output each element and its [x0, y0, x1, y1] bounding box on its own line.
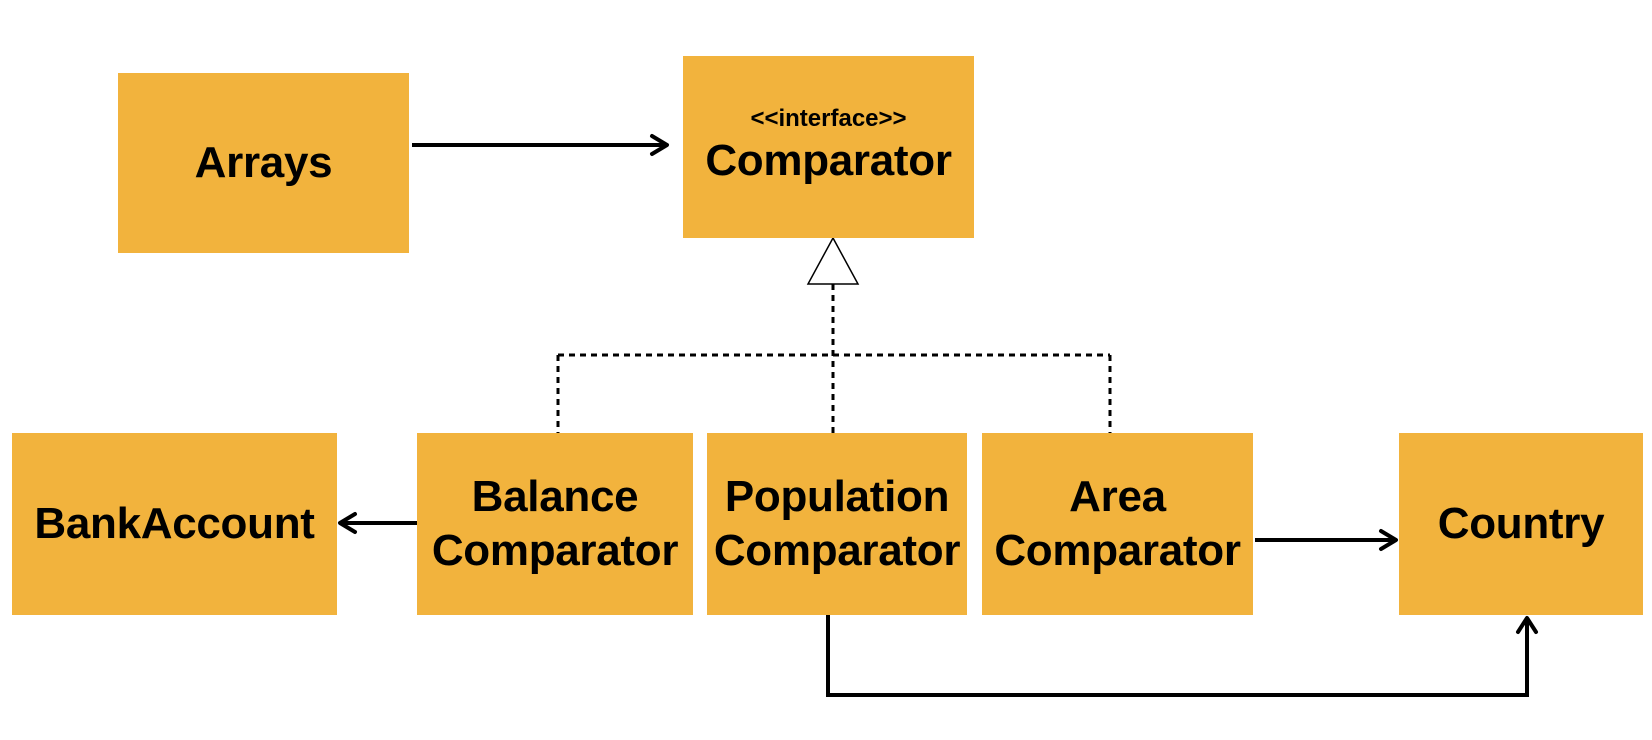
comparator-interface-box: <<interface>> Comparator: [683, 56, 974, 238]
bankaccount-class-box: BankAccount: [12, 433, 337, 615]
interface-stereotype-label: <<interface>>: [750, 104, 907, 132]
balance-to-bankaccount-arrowhead: [338, 512, 357, 534]
population-comparator-class-box: Population Comparator: [707, 433, 967, 615]
population-comparator-name-line1: Population: [724, 472, 950, 522]
realization-triangle-icon: [806, 236, 860, 285]
population-comparator-name-line2: Comparator: [713, 526, 961, 575]
arrays-class-name: Arrays: [194, 138, 333, 188]
balance-comparator-class-box: Balance Comparator: [417, 433, 693, 615]
balance-comparator-name-line1: Balance: [471, 472, 639, 522]
arrays-to-comparator-arrowhead: [650, 134, 669, 156]
population-to-country-line: [826, 615, 1529, 697]
comparator-interface-name: Comparator: [705, 136, 952, 186]
bankaccount-class-name: BankAccount: [34, 499, 315, 549]
country-class-name: Country: [1437, 499, 1605, 549]
arrays-class-box: Arrays: [118, 73, 409, 253]
area-comparator-name-line1: Area: [1069, 472, 1166, 522]
population-to-country-arrowhead: [1516, 616, 1538, 634]
area-to-country-arrowhead: [1379, 529, 1398, 551]
country-class-box: Country: [1399, 433, 1643, 615]
area-comparator-class-box: Area Comparator: [982, 433, 1253, 615]
balance-comparator-name-line2: Comparator: [431, 526, 679, 575]
area-comparator-name-line2: Comparator: [994, 526, 1241, 575]
